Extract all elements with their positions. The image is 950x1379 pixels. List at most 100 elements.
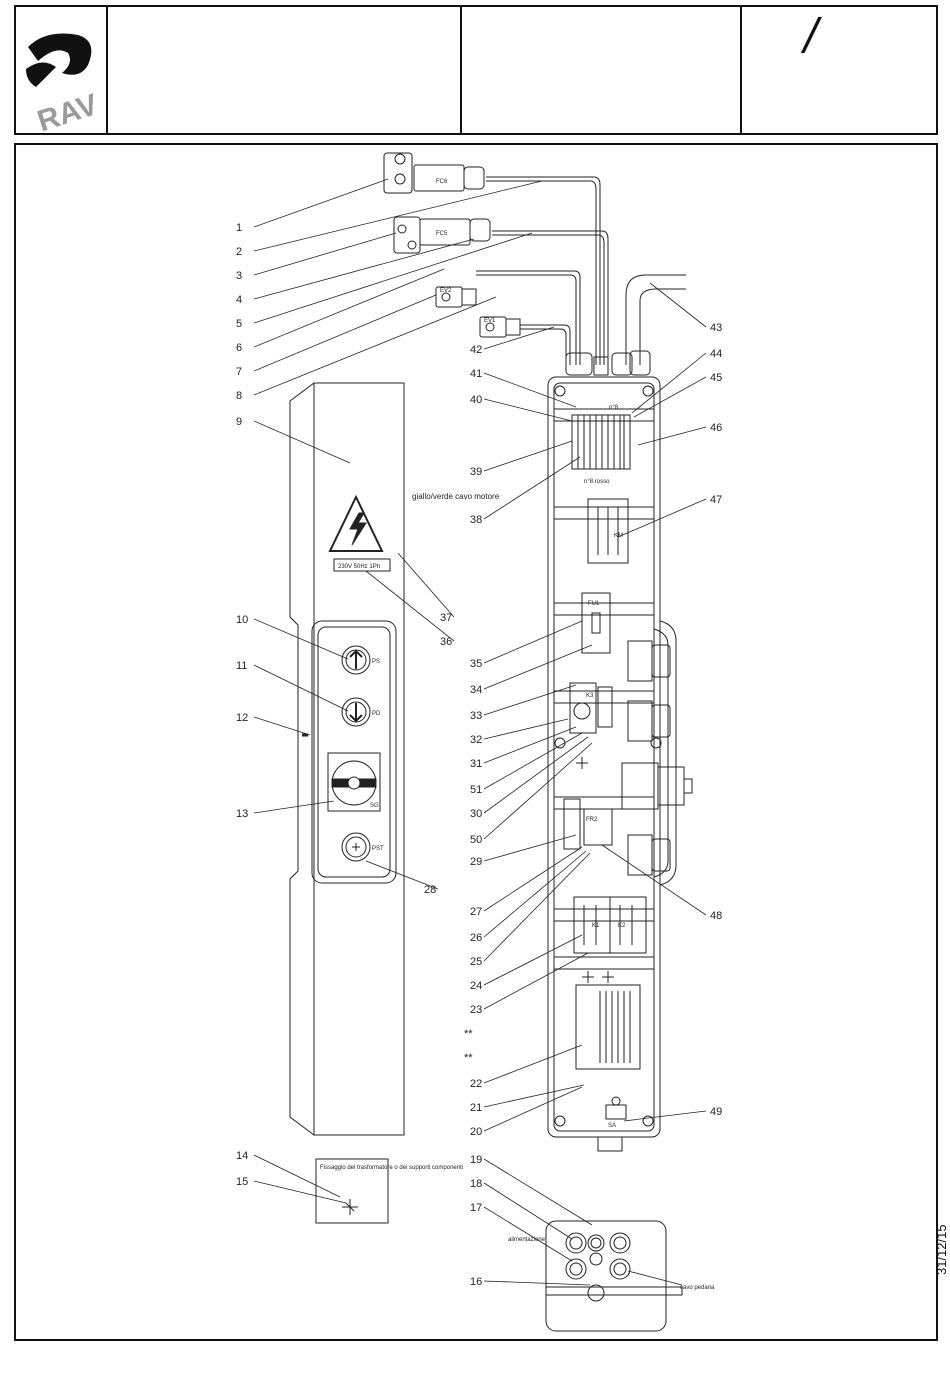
callout-right-48: 48 <box>710 910 722 922</box>
label-k1: K1 <box>592 923 600 929</box>
callout-mid-18: 18 <box>470 1178 482 1190</box>
callout-mid-50: 50 <box>470 834 482 846</box>
valve-ev2 <box>435 286 477 308</box>
callout-mid-22: 22 <box>470 1078 482 1090</box>
sheet-cell: / <box>740 7 936 133</box>
voltage-plate: 230V 50Hz 1Ph <box>338 564 380 570</box>
logo-cell: RAV <box>16 7 108 138</box>
drawing-frame: FC6 FC5 EV2 EV1 n°8 giallo/verde cavo mo… <box>14 143 938 1341</box>
callout-right-43: 43 <box>710 322 722 334</box>
code-cell <box>460 7 742 133</box>
limit-switch-fc6 <box>383 152 485 194</box>
callout-mid-51: 51 <box>470 784 482 796</box>
title-cell <box>106 7 462 133</box>
wire-note-1: n°8 rosso <box>584 479 610 485</box>
button-down-tag: PD <box>372 711 381 717</box>
logo-text: RAV <box>33 88 101 133</box>
callout-left-8: 8 <box>236 390 242 402</box>
callout-mid-31: 31 <box>470 758 482 770</box>
callout-left-2: 2 <box>236 246 242 258</box>
valve-ev1 <box>479 316 521 338</box>
transformer-note: Fissaggio del trasformatore o dei suppor… <box>320 1165 463 1171</box>
callout-left-14: 14 <box>236 1150 248 1162</box>
callout-left-5: 5 <box>236 318 242 330</box>
callout-left-4: 4 <box>236 294 242 306</box>
callout-mid-42: 42 <box>470 344 482 356</box>
fixing-symbol <box>342 1199 358 1215</box>
callout-numbers: 1234567891011121314154241403938373635343… <box>236 222 722 1288</box>
callout-right-46: 46 <box>710 422 722 434</box>
label-sa: SA <box>608 1123 616 1129</box>
sheet-mark: / <box>799 9 824 60</box>
callout-right-49: 49 <box>710 1106 722 1118</box>
callout-right-44: 44 <box>710 348 722 360</box>
callout-mid-25: 25 <box>470 956 482 968</box>
callout-left-11: 11 <box>236 660 247 672</box>
callout-mid-38: 38 <box>470 514 482 526</box>
label-ev1: EV1 <box>484 318 496 324</box>
switch-tag: SG <box>370 803 379 809</box>
label-k2: K2 <box>618 923 626 929</box>
callout-left-7: 7 <box>236 366 242 378</box>
double-star-2: ** <box>464 1052 473 1064</box>
label-fc5: FC5 <box>436 231 448 237</box>
callout-mid-40: 40 <box>470 394 482 406</box>
callout-mid-23: 23 <box>470 1004 482 1016</box>
callout-left-6: 6 <box>236 342 242 354</box>
label-km: KM <box>614 533 623 539</box>
transformer-note-box <box>315 1158 389 1224</box>
callout-mid-33: 33 <box>470 710 482 722</box>
callout-leaders <box>253 178 707 1286</box>
callout-left-13: 13 <box>236 808 248 820</box>
revision-date: 31/12/15 <box>934 1224 949 1275</box>
cables <box>476 176 686 365</box>
button-up-tag: PS <box>372 659 380 665</box>
callout-mid-27: 27 <box>470 906 482 918</box>
callout-mid-39: 39 <box>470 466 482 478</box>
label-fu1: FU1 <box>588 601 600 607</box>
label-fc6: FC6 <box>436 179 448 185</box>
callout-mid-37: 37 <box>440 612 452 624</box>
callout-left-3: 3 <box>236 270 242 282</box>
callout-mid-17: 17 <box>470 1202 482 1214</box>
label-ev2: EV2 <box>440 288 452 294</box>
label-fr2: FR2 <box>586 817 598 823</box>
callout-mid-36: 36 <box>440 636 452 648</box>
callout-mid-24: 24 <box>470 980 482 992</box>
callout-mid-32: 32 <box>470 734 482 746</box>
callout-mid-26: 26 <box>470 932 482 944</box>
label-k3: K3 <box>586 693 594 699</box>
limit-switch-fc5 <box>393 216 491 254</box>
callout-right-45: 45 <box>710 372 722 384</box>
callout-left-10: 10 <box>236 614 248 626</box>
drawing-labels: FC6 FC5 EV2 EV1 n°8 giallo/verde cavo mo… <box>320 179 715 1291</box>
wire-note-2: n°8 <box>609 405 619 411</box>
callout-mid-29: 29 <box>470 856 482 868</box>
callout-mid-21: 21 <box>470 1102 482 1114</box>
callout-mid-41: 41 <box>470 368 482 380</box>
callout-left-15: 15 <box>236 1176 248 1188</box>
box-bottom-view <box>545 1220 683 1332</box>
callout-mid-35: 35 <box>470 658 482 670</box>
callout-left-9: 9 <box>236 416 242 428</box>
callout-mid-16: 16 <box>470 1276 482 1288</box>
supply-label: alimentazione <box>508 1237 546 1243</box>
title-block: RAV / <box>14 5 938 138</box>
callout-mid-28: 28 <box>424 884 436 896</box>
callout-mid-34: 34 <box>470 684 482 696</box>
control-box <box>547 376 693 1152</box>
wiring-diagram: FC6 FC5 EV2 EV1 n°8 giallo/verde cavo mo… <box>236 152 722 1332</box>
motor-wire-note: giallo/verde cavo motore <box>412 492 500 501</box>
callout-mid-19: 19 <box>470 1154 482 1166</box>
pedal-cable-label: cavo pedana <box>680 1285 715 1291</box>
cable-glands <box>565 350 651 376</box>
button-stop-tag: PST <box>372 846 384 852</box>
callout-mid-30: 30 <box>470 808 482 820</box>
callout-right-47: 47 <box>710 494 722 506</box>
callout-left-1: 1 <box>236 222 242 234</box>
double-star-1: ** <box>464 1028 473 1040</box>
control-box-cover <box>289 382 405 1136</box>
callout-left-12: 12 <box>236 712 248 724</box>
rav-logo: RAV <box>26 33 102 138</box>
callout-mid-20: 20 <box>470 1126 482 1138</box>
